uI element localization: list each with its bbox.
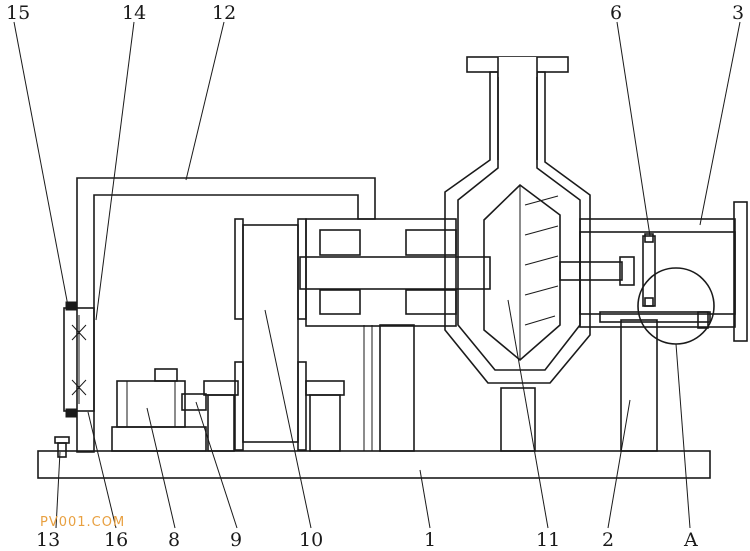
support-post-right bbox=[620, 319, 658, 452]
coupling bbox=[181, 393, 207, 411]
screen-clip-bottom bbox=[644, 297, 654, 307]
label-8: 8 bbox=[168, 529, 180, 551]
impeller-shaft-end bbox=[559, 261, 623, 281]
bearing-housing bbox=[305, 218, 457, 327]
label-A: A bbox=[683, 529, 698, 551]
base-plate bbox=[37, 450, 711, 479]
motor-terminal-box bbox=[154, 368, 178, 382]
outlet-bore bbox=[498, 57, 537, 77]
bearing-block-right bbox=[309, 394, 341, 452]
label-1: 1 bbox=[424, 529, 436, 551]
label-11: 11 bbox=[536, 529, 560, 551]
bearing-block-cap bbox=[203, 380, 239, 396]
bearing-block-cap bbox=[305, 380, 345, 396]
label-2: 2 bbox=[602, 529, 614, 551]
label-15: 15 bbox=[6, 2, 30, 24]
pump-shaft bbox=[299, 256, 491, 290]
pulley-flange-left bbox=[234, 361, 244, 451]
fan-housing bbox=[63, 307, 95, 412]
label-3: 3 bbox=[732, 2, 744, 24]
label-14: 14 bbox=[122, 2, 146, 24]
cooling-frame bbox=[76, 177, 376, 453]
impeller bbox=[483, 183, 561, 362]
pulley-flange-right bbox=[297, 218, 307, 320]
pump-volute-outer bbox=[444, 71, 591, 384]
housing-bore-upper bbox=[405, 229, 457, 256]
rail-stop bbox=[697, 311, 709, 329]
fan-bracket-top bbox=[65, 301, 77, 311]
support-post-left bbox=[379, 324, 415, 452]
pulley-belt bbox=[242, 224, 299, 443]
label-12: 12 bbox=[212, 2, 236, 24]
anchor-bolt bbox=[57, 442, 67, 458]
support-post-center bbox=[500, 387, 536, 452]
guide-rail bbox=[599, 311, 711, 323]
motor-mount bbox=[111, 426, 207, 452]
pipe-flange bbox=[733, 201, 748, 342]
pulley-flange-left bbox=[234, 218, 244, 320]
label-16: 16 bbox=[104, 529, 128, 551]
fan-bracket-bottom bbox=[65, 408, 77, 418]
anchor-bolt-head bbox=[54, 436, 70, 444]
leader-lines bbox=[13, 21, 741, 529]
watermark: PV001.COM bbox=[40, 515, 125, 530]
housing-bore-lower bbox=[405, 289, 457, 315]
housing-bore-upper bbox=[319, 229, 361, 256]
filter-screen bbox=[642, 235, 656, 307]
label-10: 10 bbox=[299, 529, 323, 551]
bearing-block-left bbox=[207, 394, 235, 452]
screen-clip-top bbox=[644, 233, 654, 243]
housing-bore-lower bbox=[319, 289, 361, 315]
label-6: 6 bbox=[610, 2, 622, 24]
pump-volute-inner bbox=[457, 71, 581, 371]
outlet-pipe-bore bbox=[579, 231, 736, 315]
label-9: 9 bbox=[230, 529, 242, 551]
label-13: 13 bbox=[36, 529, 60, 551]
pulley-flange-right bbox=[297, 361, 307, 451]
shaft-nut bbox=[619, 256, 635, 286]
